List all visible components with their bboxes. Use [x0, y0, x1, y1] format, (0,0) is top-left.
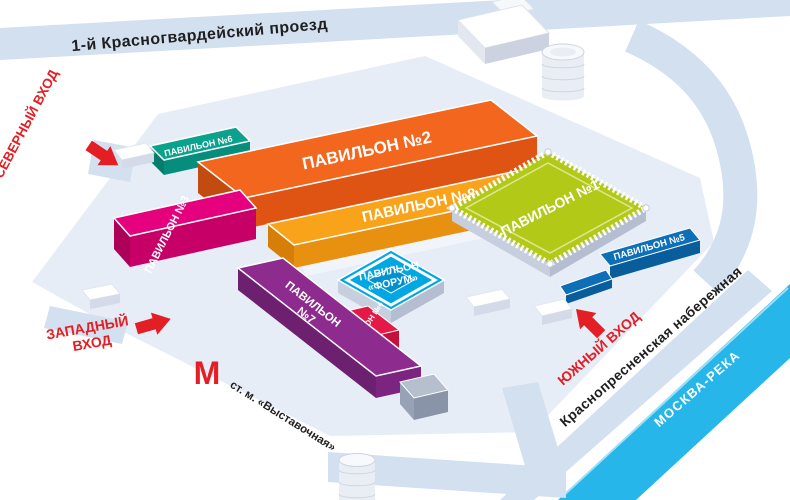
tank-south-body [339, 460, 375, 500]
service-box-a [113, 142, 155, 169]
tank-north-stripe [541, 75, 585, 81]
tank-south-stripe [338, 493, 376, 499]
pavilion-7-wall-left [238, 268, 376, 398]
west-entrance: ЗАПАДНЫЙ ВХОД [45, 311, 171, 354]
gray-building-wall-front [414, 390, 448, 420]
tank-south [338, 453, 376, 500]
tank-north-body [542, 52, 584, 101]
pavilion-5-roof [599, 227, 701, 267]
pavilion-8-wall-left [268, 224, 294, 268]
tank-south-stripe [338, 469, 376, 475]
metro-icon: М [194, 355, 221, 391]
service-box-c [465, 288, 511, 316]
tank-south-top [338, 453, 376, 467]
pavilion-5-walkway-roof [559, 269, 613, 296]
pavilion-1-corner-turret [546, 260, 554, 268]
service-box-b-wall [90, 294, 120, 309]
pavilion-1-corner-turret [642, 204, 650, 212]
river-edge-line [561, 287, 789, 498]
pavilion-1-roof [446, 148, 652, 268]
gray-building-wall-left [400, 382, 414, 420]
north-entrance-arrow-icon [85, 140, 119, 166]
pavilion-3-wall-left [114, 218, 130, 267]
pavilion-1-corner-turret [448, 204, 456, 212]
gray-building [399, 373, 449, 420]
pavilion-6-roof [148, 126, 252, 161]
north-entrance: СЕВЕРНЫЙ ВХОД [0, 67, 119, 181]
pavilion-5-walkway-wall [566, 279, 612, 304]
north-entrance-label: СЕВЕРНЫЙ ВХОД [0, 67, 61, 181]
pavilion-6[interactable]: ПАВИЛЬОН №6 [148, 126, 252, 175]
pavilion-forum-ring [343, 253, 439, 307]
pavilion-forum-pyramid [366, 266, 416, 294]
service-box-d-wall [542, 309, 572, 325]
west-entrance-arrow-icon [134, 312, 171, 335]
pavilion-3-roof [112, 189, 258, 237]
pavilion-2-wall-front [244, 136, 537, 229]
service-box-b [81, 283, 121, 309]
pavilion-5-wall-front [610, 240, 700, 279]
gray-building-roof [399, 373, 449, 399]
road-stub-west [44, 306, 128, 344]
road-right [624, 20, 758, 294]
pavilion-6-wall-front [164, 141, 250, 175]
service-box-a-wall [122, 153, 154, 169]
service-building-north-wall-left [458, 20, 485, 64]
road-north [0, 0, 790, 60]
road-embankment [500, 270, 772, 500]
service-box-d [533, 298, 573, 325]
south-entrance-arrow-icon [575, 308, 606, 339]
road-stub-south [502, 382, 564, 476]
tank-south-stripe [338, 481, 376, 487]
pavilion-1-roof-inner-line [464, 162, 634, 254]
service-box-c-wall [474, 299, 510, 316]
pavilion-2[interactable]: ПАВИЛЬОН №2 [196, 99, 539, 229]
pavilion-7-roof [236, 257, 423, 377]
road-band-bottom [328, 452, 566, 498]
tank-north-stripe [541, 63, 585, 69]
pavilion-1-corner-turret [544, 148, 552, 156]
pavilion-forum-wall-right [391, 280, 444, 323]
pavilion-forum-wall-left [338, 280, 391, 323]
tank-north-top-inner [550, 47, 576, 57]
pavilion-3-wall-front [130, 208, 256, 267]
tank-north [541, 43, 585, 101]
pavilion-2-roof [196, 99, 539, 199]
service-building-north [457, 0, 550, 64]
tank-north-stripe [541, 87, 585, 93]
service-building-north-wall-front [485, 33, 549, 64]
pavilion-forum[interactable]: ПАВИЛЬОН «ФОРУМ» [336, 249, 446, 323]
pavilion-1[interactable]: ПАВИЛЬОН №1 [446, 148, 652, 277]
